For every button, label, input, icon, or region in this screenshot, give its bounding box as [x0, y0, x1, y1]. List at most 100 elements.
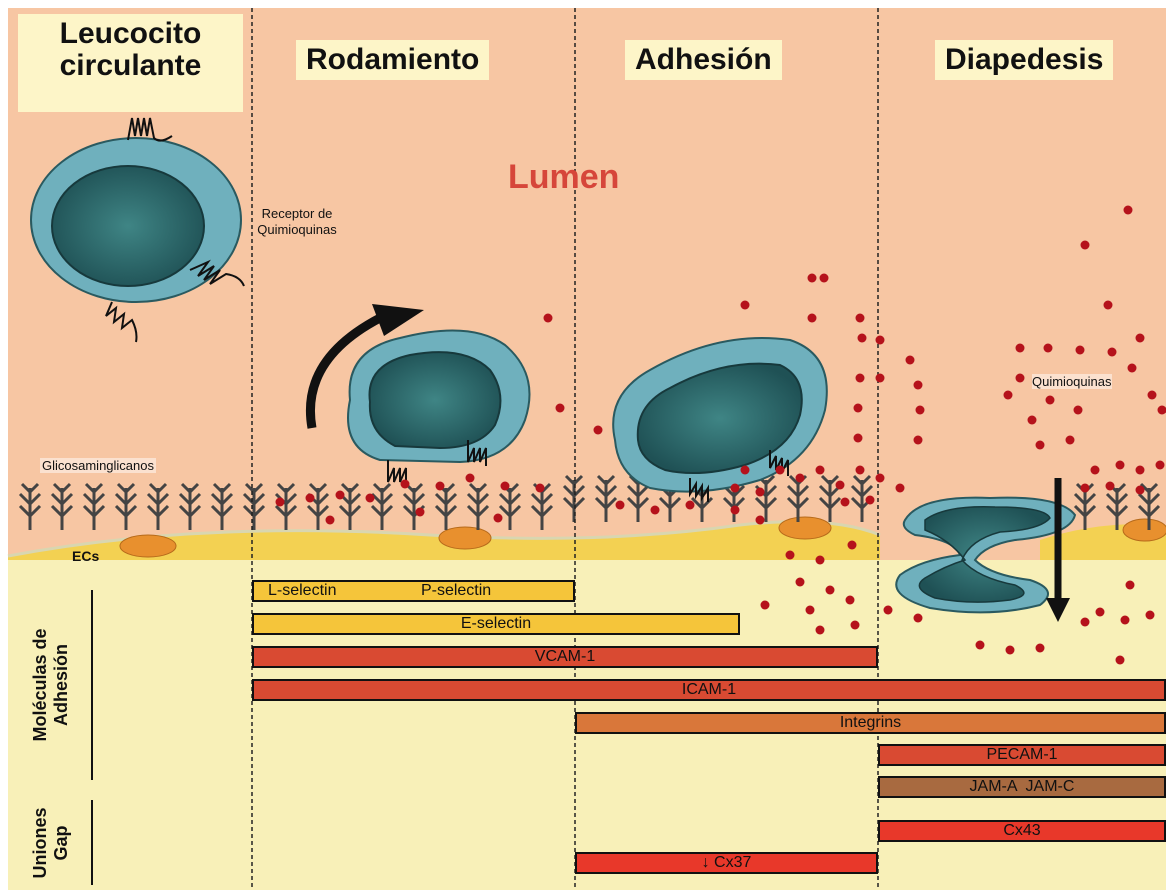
chemokine-dot	[1146, 611, 1155, 620]
stage-header-adhesion: Adhesión	[625, 40, 782, 80]
chemokine-dot	[436, 482, 445, 491]
chemokine-dot	[1036, 644, 1045, 653]
chemokine-dot	[914, 614, 923, 623]
chemokine-dot	[1126, 581, 1135, 590]
chemokine-dot	[306, 494, 315, 503]
chemokine-dot	[1121, 616, 1130, 625]
chemokine-dot	[326, 516, 335, 525]
bar-label-p-selectin: P-selectin	[421, 582, 491, 600]
chemokine-dot	[731, 484, 740, 493]
gap-junctions-label: Uniones Gap	[30, 798, 80, 888]
chemokine-dot	[858, 334, 867, 343]
chemokine-dot	[1104, 301, 1113, 310]
chemokine-dot	[1148, 391, 1157, 400]
chemokine-dot	[1156, 461, 1165, 470]
chemokine-dot	[806, 606, 815, 615]
ec-nucleus	[439, 527, 491, 549]
chemokine-dot	[816, 626, 825, 635]
chemokine-dot	[651, 506, 660, 515]
chemokine-dot	[848, 541, 857, 550]
chemokine-dot	[594, 426, 603, 435]
chemokine-dot	[1028, 416, 1037, 425]
chemokine-dot	[876, 474, 885, 483]
chemokine-dot	[1006, 646, 1015, 655]
chemokine-dot	[846, 596, 855, 605]
chemokine-dot	[866, 496, 875, 505]
chemokine-dot	[1081, 618, 1090, 627]
ec-nucleus	[1123, 519, 1166, 541]
glycosaminoglycans-label: Glicosaminglicanos	[40, 458, 156, 473]
chemokine-dot	[1108, 348, 1117, 357]
chemokine-dot	[851, 621, 860, 630]
chemokine-dot	[1096, 608, 1105, 617]
ecs-label: ECs	[72, 548, 99, 564]
chemokine-dot	[1036, 441, 1045, 450]
chemokine-dot	[1136, 466, 1145, 475]
chemokine-dot	[916, 406, 925, 415]
chemokine-dot	[1076, 346, 1085, 355]
stage-header-rolling: Rodamiento	[296, 40, 489, 80]
chemokine-dot	[276, 498, 285, 507]
chemokine-dot	[1116, 461, 1125, 470]
bar-cx37: ↓ Cx37	[575, 852, 878, 874]
ec-nucleus	[779, 517, 831, 539]
bar-icam-1: ICAM-1	[252, 679, 1166, 701]
chemokine-dot	[1004, 391, 1013, 400]
chemokine-dot	[816, 466, 825, 475]
chemokine-dot	[914, 381, 923, 390]
chemokine-dot	[808, 274, 817, 283]
chemokine-dot	[466, 474, 475, 483]
bar-vcam-1: VCAM-1	[252, 646, 878, 668]
bar-e-selectin: E-selectin	[252, 613, 740, 635]
stage-header-diapedesis: Diapedesis	[935, 40, 1113, 80]
chemokine-dot	[786, 551, 795, 560]
chemokine-dot	[976, 641, 985, 650]
chemokine-dot	[741, 466, 750, 475]
chemokine-dot	[1066, 436, 1075, 445]
chemokine-dot	[1016, 344, 1025, 353]
chemokine-dot	[1044, 344, 1053, 353]
chemokine-dot	[796, 474, 805, 483]
chemokine-dot	[501, 482, 510, 491]
chemokine-dot	[616, 501, 625, 510]
stage-header-circulating: Leucocito circulante	[18, 14, 243, 112]
bar-pecam-1: PECAM-1	[878, 744, 1166, 766]
chemokine-dot	[366, 494, 375, 503]
chemokine-dot	[1081, 484, 1090, 493]
chemokine-dot	[336, 491, 345, 500]
chemokine-dot	[876, 336, 885, 345]
chemokine-dot	[416, 508, 425, 517]
bar-l-p-selectin: L-selectin P-selectin	[252, 580, 575, 602]
chemokine-dot	[756, 516, 765, 525]
chemokine-dot	[836, 481, 845, 490]
chemokine-dot	[816, 556, 825, 565]
chemokine-dot	[556, 404, 565, 413]
chemokine-dot	[914, 436, 923, 445]
chemokine-dot	[826, 586, 835, 595]
chemokine-dot	[776, 466, 785, 475]
chemokine-receptor-label: Receptor de Quimioquinas	[232, 206, 362, 237]
chemokine-dot	[1074, 406, 1083, 415]
chemokine-dot	[1106, 482, 1115, 491]
stage-header-line: circulante	[28, 50, 233, 82]
chemokine-dot	[1136, 486, 1145, 495]
chemokine-dot	[756, 488, 765, 497]
chemokine-dot	[1046, 396, 1055, 405]
bar-label-l-selectin: L-selectin	[268, 582, 336, 600]
chemokine-dot	[808, 314, 817, 323]
chemokine-dot	[1091, 466, 1100, 475]
chemokine-dot	[896, 484, 905, 493]
chemokine-dot	[856, 314, 865, 323]
chemokine-dot	[856, 374, 865, 383]
chemokine-dot	[741, 301, 750, 310]
ec-nucleus	[120, 535, 176, 557]
chemokine-dot	[731, 506, 740, 515]
chemokine-dot	[854, 404, 863, 413]
chemokine-dot	[544, 314, 553, 323]
chemokine-dot	[494, 514, 503, 523]
chemokine-dot	[1116, 656, 1125, 665]
lumen-label: Lumen	[508, 158, 619, 197]
chemokine-dot	[1081, 241, 1090, 250]
chemokine-dot	[1124, 206, 1133, 215]
